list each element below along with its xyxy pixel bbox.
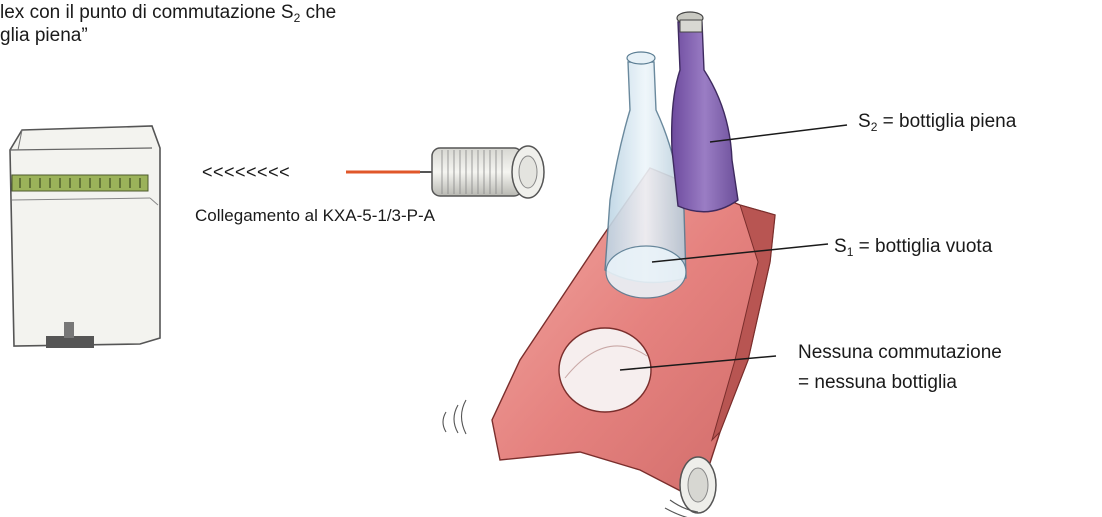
label-no-switching: Nessuna commutazione: [798, 342, 1002, 365]
sensor-body: [432, 148, 522, 196]
label-no-bottle: = nessuna bottiglia: [798, 372, 957, 395]
label-s2-full-bottle: S2 = bottiglia piena: [858, 111, 1016, 134]
empty-bottle: [605, 52, 686, 298]
full-bottle: [672, 12, 738, 212]
empty-slot: [559, 328, 651, 412]
control-device: [10, 126, 160, 348]
label-s1-empty-bottle: S1 = bottiglia vuota: [834, 236, 992, 259]
signal-arrows: <<<<<<<<: [202, 162, 290, 184]
leader-s2: [710, 125, 847, 142]
sensor: [346, 146, 544, 198]
connection-label: Collegamento al KXA-5-1/3-P-A: [195, 206, 435, 226]
